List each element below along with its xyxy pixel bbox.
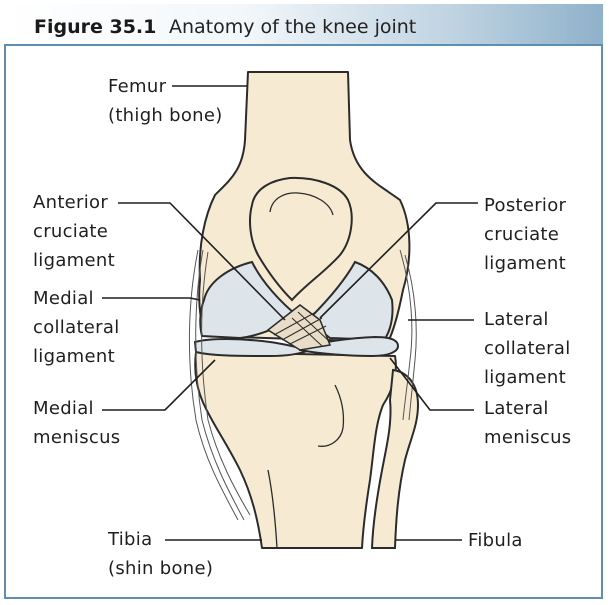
- mcl-fibers: [188, 249, 251, 521]
- femur-label-line2: (thigh bone): [108, 105, 223, 126]
- label-femur: Femur (thigh bone): [108, 72, 223, 130]
- lateral-meniscus-label-line1: Lateral: [484, 398, 549, 419]
- femoral-condyle: [249, 176, 353, 302]
- mcl-label-line3: ligament: [33, 346, 115, 367]
- tibia-bone: [194, 351, 397, 549]
- label-lateral-collateral-ligament: Lateral collateral ligament: [484, 305, 571, 392]
- tibial-tuberosity: [317, 384, 345, 447]
- lcl-label-line1: Lateral: [484, 309, 549, 330]
- lcl-label-line3: ligament: [484, 367, 566, 388]
- cruciate-fibers: [273, 311, 331, 347]
- lateral-meniscus-shape: [299, 335, 400, 358]
- figure-header: Figure 35.1 Anatomy of the knee joint: [4, 4, 603, 46]
- label-medial-collateral-ligament: Medial collateral ligament: [33, 284, 120, 371]
- fibula-label-line1: Fibula: [468, 530, 523, 551]
- tibia-shaft-line: [267, 469, 278, 549]
- figure-title: Anatomy of the knee joint: [169, 16, 417, 38]
- lcl-label-line2: collateral: [484, 338, 571, 359]
- acl-label-line2: cruciate: [33, 221, 109, 242]
- acl-label-line3: ligament: [33, 250, 115, 271]
- fibula-bone: [370, 368, 420, 549]
- label-posterior-cruciate-ligament: Posterior cruciate ligament: [484, 191, 566, 278]
- tibia-label-line1: Tibia: [108, 529, 153, 550]
- medial-meniscus-label-line2: meniscus: [33, 427, 121, 448]
- pcl-label-line3: ligament: [484, 253, 566, 274]
- acl-label-line1: Anterior: [33, 192, 109, 213]
- medial-meniscus-label-line1: Medial: [33, 398, 94, 419]
- tibia-label-line2: (shin bone): [108, 558, 214, 579]
- mcl-label-line1: Medial: [33, 288, 94, 309]
- lcl-fibers: [399, 249, 417, 421]
- label-tibia: Tibia (shin bone): [108, 525, 213, 583]
- femur-label-line1: Femur: [108, 76, 167, 97]
- condyle-inner-line: [269, 192, 334, 216]
- pcl-label-line2: cruciate: [484, 224, 560, 245]
- label-lateral-meniscus: Lateral meniscus: [484, 394, 571, 452]
- mcl-label-line2: collateral: [33, 317, 120, 338]
- lateral-meniscus-label-line2: meniscus: [484, 427, 572, 448]
- figure-number: Figure 35.1: [34, 16, 157, 38]
- label-fibula: Fibula: [468, 526, 523, 555]
- pcl-label-line1: Posterior: [484, 195, 567, 216]
- label-medial-meniscus: Medial meniscus: [33, 394, 120, 452]
- label-anterior-cruciate-ligament: Anterior cruciate ligament: [33, 188, 115, 275]
- leader-lines: [102, 85, 478, 541]
